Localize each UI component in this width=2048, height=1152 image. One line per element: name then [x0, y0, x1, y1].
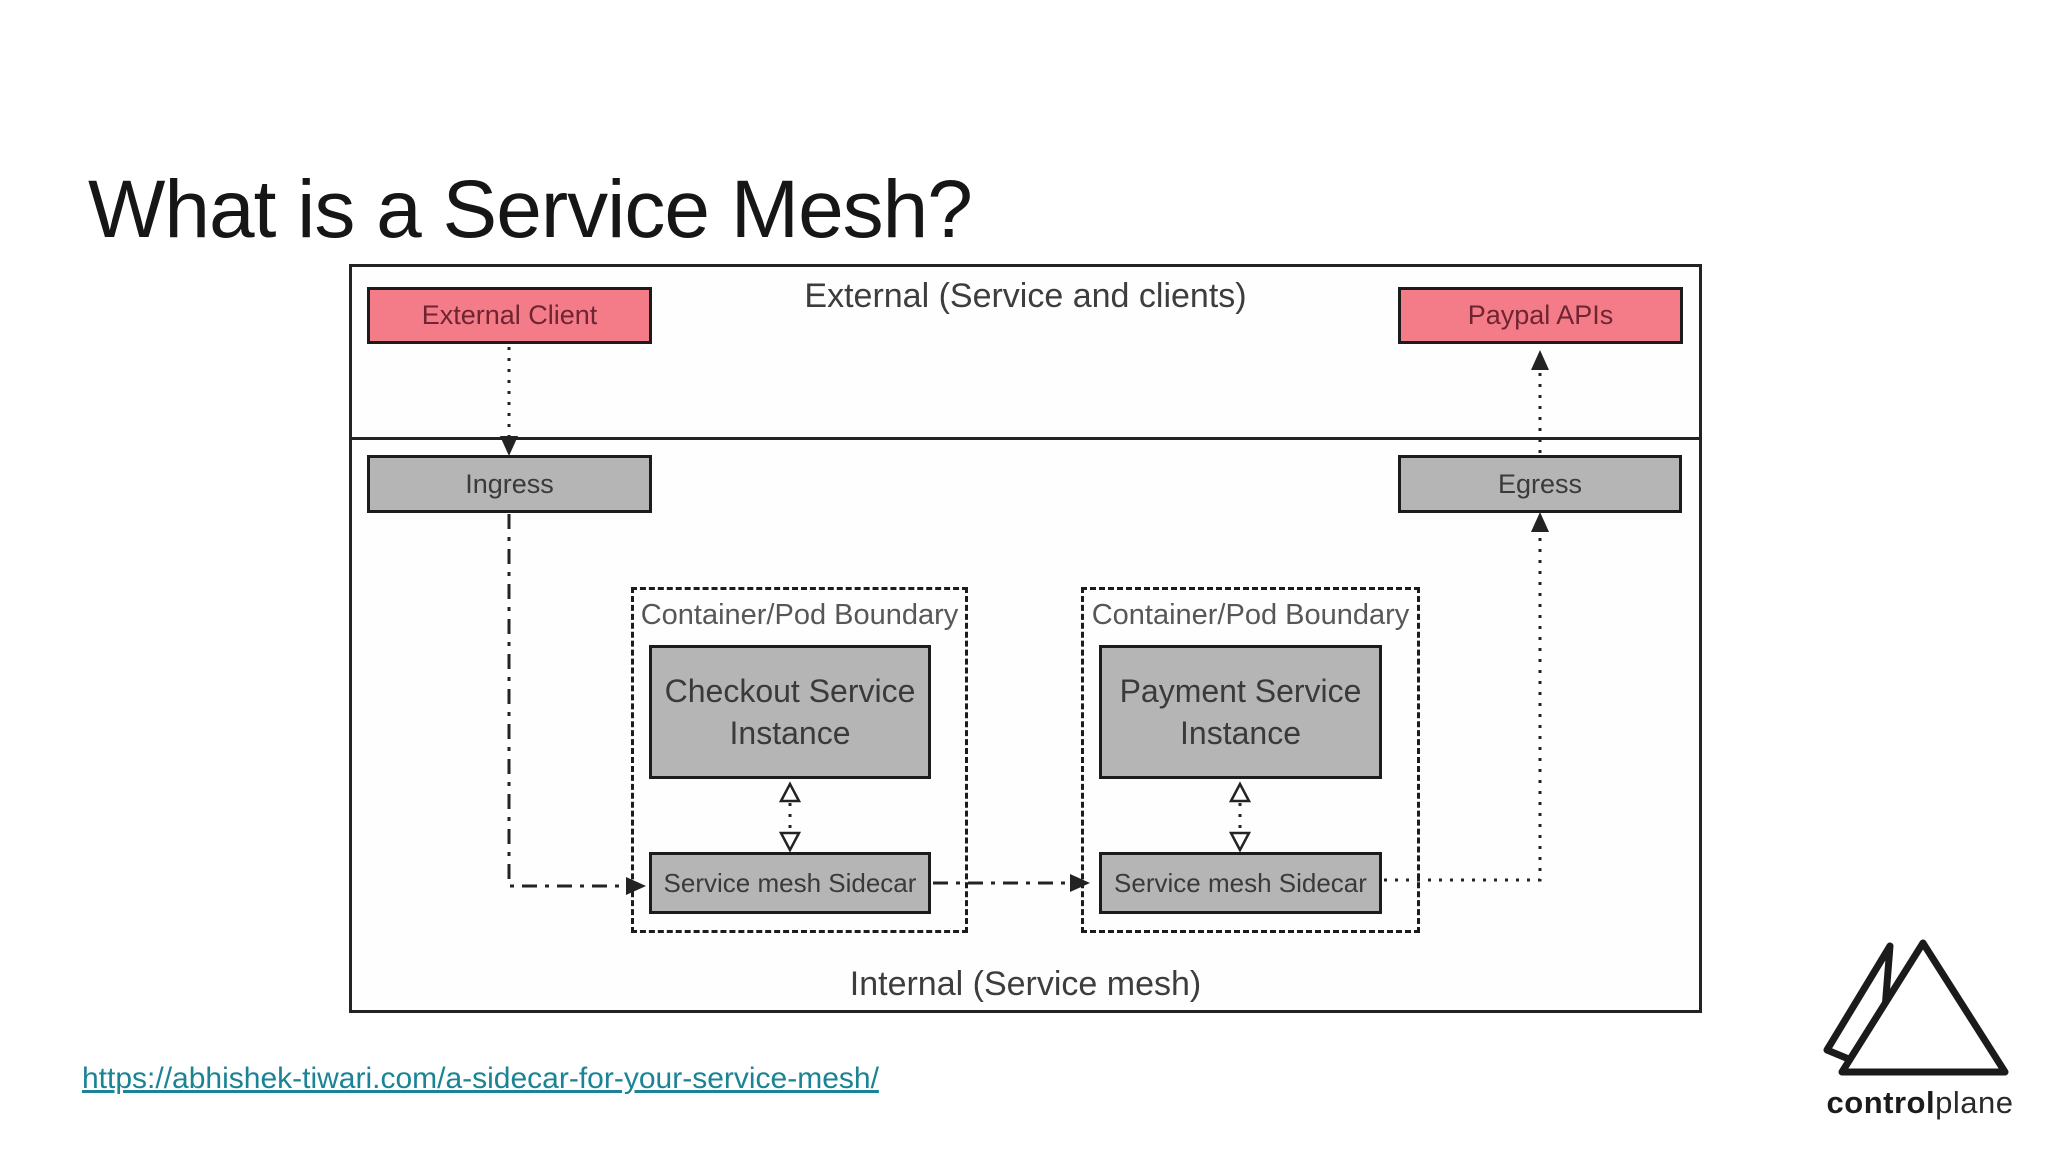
pod-boundary-checkout: Container/Pod Boundary Checkout Service … — [631, 587, 968, 933]
zone-divider — [352, 437, 1699, 440]
pod-boundary-payment: Container/Pod Boundary Payment Service I… — [1081, 587, 1420, 933]
service-mesh-sidecar-node: Service mesh Sidecar — [1099, 852, 1382, 914]
checkout-service-instance-node: Checkout Service Instance — [649, 645, 931, 779]
ingress-node: Ingress — [367, 455, 652, 513]
paypal-apis-node: Paypal APIs — [1398, 287, 1683, 344]
pod-boundary-label: Container/Pod Boundary — [1091, 599, 1410, 631]
external-client-node: External Client — [367, 287, 652, 344]
page-title: What is a Service Mesh? — [88, 163, 973, 255]
service-mesh-diagram: External (Service and clients) External … — [349, 264, 1702, 1013]
payment-service-instance-node: Payment Service Instance — [1099, 645, 1382, 779]
external-zone-label: External (Service and clients) — [804, 277, 1247, 315]
pod-boundary-label: Container/Pod Boundary — [640, 599, 959, 631]
service-mesh-sidecar-node: Service mesh Sidecar — [649, 852, 931, 914]
internal-zone-label: Internal (Service mesh) — [849, 965, 1202, 1003]
controlplane-logo: controlplane — [1818, 933, 2022, 1129]
source-link[interactable]: https://abhishek-tiwari.com/a-sidecar-fo… — [82, 1062, 879, 1095]
controlplane-triangles-icon — [1823, 939, 2009, 1076]
egress-node: Egress — [1398, 455, 1682, 513]
controlplane-wordmark: controlplane — [1826, 1085, 2014, 1120]
